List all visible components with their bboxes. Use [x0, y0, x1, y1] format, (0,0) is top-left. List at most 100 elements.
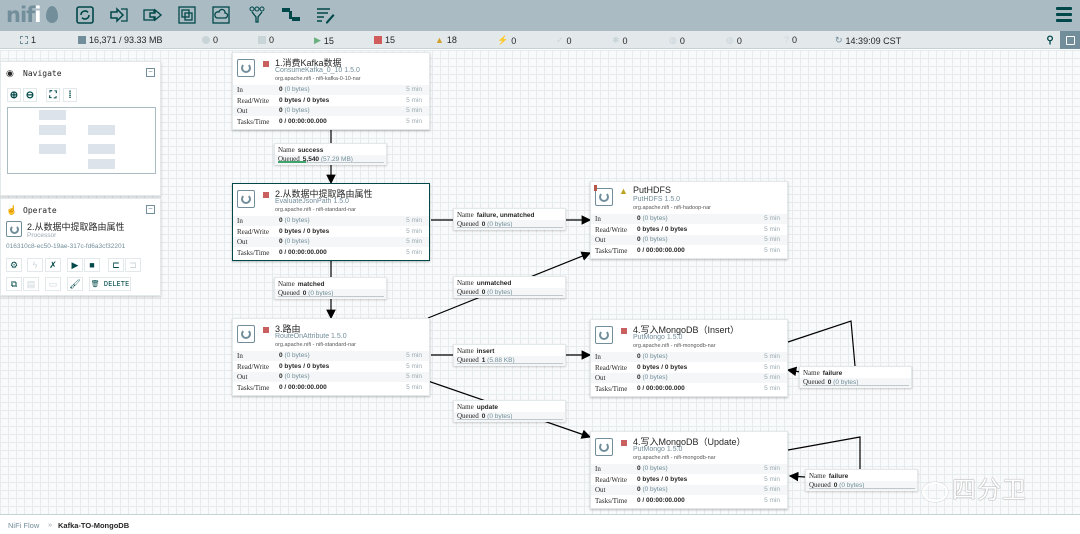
disabled-icon: ⚡	[497, 35, 509, 45]
search-button[interactable]: ⚲	[1042, 32, 1058, 48]
breadcrumb-root[interactable]: NiFi Flow	[8, 521, 40, 530]
add-template-button[interactable]	[280, 4, 302, 26]
fit-button[interactable]: ⛶	[46, 88, 60, 102]
processor-bundle: org.apache.nifi - nifi-mongodb-nar	[633, 455, 716, 461]
breadcrumb-separator: »	[48, 520, 53, 529]
create-template-button[interactable]: ⊏	[108, 258, 124, 272]
warning-icon: ▲	[435, 35, 444, 45]
birdseye-view[interactable]	[7, 107, 156, 174]
hand-pointer-icon: ☝	[6, 205, 18, 215]
process-group-icon	[178, 6, 196, 24]
delete-button[interactable]: 🗑 DELETE	[89, 277, 131, 291]
stop-button[interactable]: ■	[84, 258, 100, 272]
processor-type: ConsumeKafka_0_10 1.5.0	[275, 67, 360, 74]
processor-bundle: org.apache.nifi - nifi-mongodb-nar	[633, 343, 716, 349]
disable-button[interactable]: ✗	[45, 258, 61, 272]
fit-icon: ⛶	[49, 89, 57, 101]
processor-bundle: org.apache.nifi - nifi-kafka-0-10-nar	[275, 76, 361, 82]
zoom-out-button[interactable]: ⊖	[23, 88, 37, 102]
wechat-icon	[922, 481, 948, 502]
stopped-icon	[263, 192, 269, 198]
cluster-icon	[20, 36, 28, 44]
global-menu-button[interactable]	[1056, 7, 1072, 23]
gear-icon: ⚙	[9, 259, 19, 270]
play-icon: ▶	[71, 259, 79, 270]
processor-put-hdfs[interactable]: ▲ PutHDFS PutHDFS 1.5.0 org.apache.nifi …	[590, 181, 788, 259]
collapse-operate-button[interactable]: −	[146, 205, 155, 214]
processor-put-mongo-insert[interactable]: 4.写入MongoDB（Insert） PutMongo 1.5.0 org.a…	[590, 319, 788, 397]
actual-size-icon: ⁞	[68, 89, 72, 101]
stop-icon	[374, 36, 382, 44]
color-button[interactable]: 🖌	[67, 277, 83, 291]
status-stale: ◍0	[669, 35, 685, 46]
stop-icon: ■	[89, 260, 95, 270]
breadcrumb-current[interactable]: Kafka-TO-MongoDB	[58, 521, 130, 530]
restricted-icon	[594, 185, 597, 191]
status-bar: 1 16,371 / 93.33 MB 0 0 ▶15 15 ▲18 ⚡0 ✓0…	[0, 31, 1080, 49]
processor-icon	[6, 221, 22, 237]
add-funnel-button[interactable]	[246, 4, 268, 26]
stopped-icon	[263, 327, 269, 333]
stopped-icon	[621, 328, 627, 334]
add-output-port-button[interactable]	[142, 4, 164, 26]
output-port-icon	[143, 8, 163, 22]
header-toolbar: nifi	[0, 0, 1080, 31]
copy-button[interactable]: ⧉	[6, 277, 22, 291]
processor-consume-kafka[interactable]: 1.消费Kafka数据 ConsumeKafka_0_10 1.5.0 org.…	[232, 52, 430, 130]
stale-icon: ◍	[669, 35, 677, 45]
processor-type: EvaluateJsonPath 1.5.0	[275, 198, 349, 205]
input-port-icon	[110, 7, 128, 23]
brush-icon: 🖌	[69, 278, 81, 289]
processor-icon	[595, 326, 613, 344]
zoom-in-button[interactable]: ⊕	[7, 88, 21, 102]
zoom-in-icon: ⊕	[9, 89, 19, 101]
funnel-icon	[249, 6, 265, 23]
asterisk-icon: ✱	[612, 35, 620, 45]
status-refresh[interactable]: ↻14:39:09 CST	[835, 35, 902, 46]
status-up-to-date: ✓0	[556, 35, 572, 46]
processor-route-on-attribute[interactable]: 3.路由 RouteOnAttribute 1.5.0 org.apache.n…	[232, 318, 430, 396]
enable-button[interactable]: ϟ	[27, 258, 43, 272]
add-processor-button[interactable]	[74, 4, 96, 26]
upload-template-icon: ⊐	[129, 259, 137, 270]
collapse-navigate-button[interactable]: −	[146, 68, 155, 77]
add-input-port-button[interactable]	[108, 4, 130, 26]
processor-bundle: org.apache.nifi - nifi-standard-nar	[275, 342, 357, 348]
add-process-group-button[interactable]	[176, 4, 198, 26]
status-queued: 16,371 / 93.33 MB	[78, 35, 163, 45]
configure-button[interactable]: ⚙	[6, 258, 22, 272]
paste-button[interactable]: ▤	[23, 277, 39, 291]
add-label-button[interactable]	[314, 4, 336, 26]
processor-evaluate-json-path[interactable]: 2.从数据中提取路由属性 EvaluateJsonPath 1.5.0 org.…	[232, 183, 430, 261]
upload-template-button[interactable]: ⊐	[125, 258, 141, 272]
navigate-title: Navigate	[23, 69, 62, 78]
paste-icon: ▤	[26, 278, 36, 289]
modified-stale-icon: ◍	[726, 35, 734, 45]
processor-name: 4.写入MongoDB（Update）	[633, 437, 746, 447]
processor-name: PutHDFS	[633, 185, 672, 195]
processor-put-mongo-update[interactable]: 4.写入MongoDB（Update） PutMongo 1.5.0 org.a…	[590, 431, 788, 509]
add-remote-process-group-button[interactable]	[210, 4, 232, 26]
compass-icon: ◉	[6, 68, 14, 78]
start-button[interactable]: ▶	[67, 258, 83, 272]
actual-size-button[interactable]: ⁞	[63, 88, 77, 102]
flow-status-toggle-button[interactable]	[1060, 31, 1080, 49]
not-transmitting-icon	[258, 36, 266, 44]
group-button[interactable]: ▭	[45, 277, 61, 291]
